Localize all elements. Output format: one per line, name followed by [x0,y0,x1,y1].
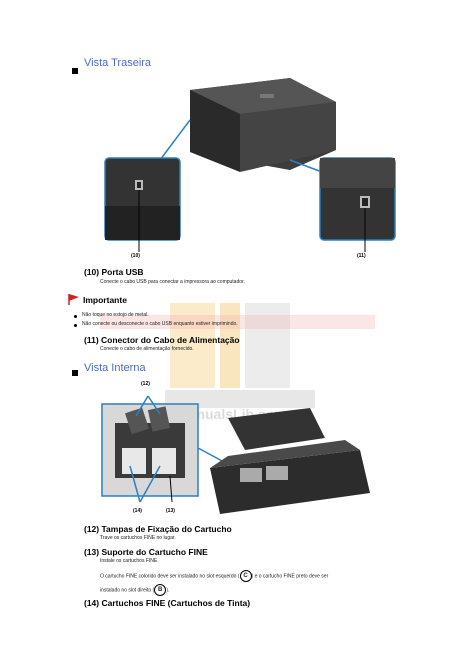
callout-11: (11) [357,253,366,259]
item-13-note-part1: O cartucho FINE colorido deve ser instal… [100,573,240,580]
callout-10: (10) [131,253,140,259]
slot-c-icon: C [239,570,252,582]
important-flag-icon [68,292,80,310]
rear-section-title: Vista Traseira [84,57,152,69]
item-11-number: (11) [84,335,99,345]
item-13-note-line-2: instalado no slot direito (B). [100,584,169,596]
item-12-heading: (12) Tampas de Fixação do Cartucho [84,524,232,534]
printer-rear-image [104,78,396,252]
item-11-title: Conector do Cabo de Alimentação [101,335,240,345]
section-bullet-square [72,68,78,74]
item-12-title: Tampas de Fixação do Cartucho [101,524,232,534]
item-13-note-line-1: O cartucho FINE colorido deve ser instal… [100,570,328,582]
callout-13: (13) [166,508,175,514]
callout-12: (12) [141,381,150,387]
item-13-description: Instale os cartuchos FINE. [100,558,159,564]
item-10-description: Conecte o cabo USB para conectar a impre… [100,279,245,285]
item-11-heading: (11) Conector do Cabo de Alimentação [84,335,240,345]
item-10-number: (10) [84,267,100,277]
item-11-description: Conecte o cabo de alimentação fornecido. [100,346,194,352]
important-bullet-2: Não conecte ou desconecte o cabo USB enq… [82,321,238,327]
item-13-note-part4: ). [166,587,170,594]
important-bullet-1: Não toque no estojo de metal. [82,312,149,318]
item-13-heading: (13) Suporte do Cartucho FINE [84,547,208,557]
internal-view-illustration [100,378,400,520]
item-10-heading: (10) Porta USB [84,267,144,277]
item-13-number: (13) [84,547,100,557]
rear-view-illustration [100,72,410,272]
item-13-note-part2: ) e o cartucho FINE preto deve ser [251,573,329,580]
printer-internal-image [101,395,370,514]
callout-14: (14) [133,508,142,514]
important-title: Importante [83,295,127,305]
bullet-dot [74,324,77,327]
item-10-title: Porta USB [101,267,144,277]
watermark: ManualsLib.com [165,298,325,422]
watermark-logo [165,303,315,408]
item-13-title: Suporte do Cartucho FINE [101,547,208,557]
item-14-title: Cartuchos FINE (Cartuchos de Tinta) [101,598,251,608]
item-12-description: Trave os cartuchos FINE no lugar. [100,535,176,541]
internal-section-title: Vista Interna [84,362,146,374]
item-12-number: (12) [84,524,100,534]
item-13-note-part3: instalado no slot direito ( [100,587,155,594]
item-14-heading: (14) Cartuchos FINE (Cartuchos de Tinta) [84,598,250,608]
slot-b-icon: B [154,584,167,596]
bullet-dot [74,315,77,318]
section-bullet-square [72,370,78,376]
watermark-band [100,315,375,329]
item-14-number: (14) [84,598,100,608]
